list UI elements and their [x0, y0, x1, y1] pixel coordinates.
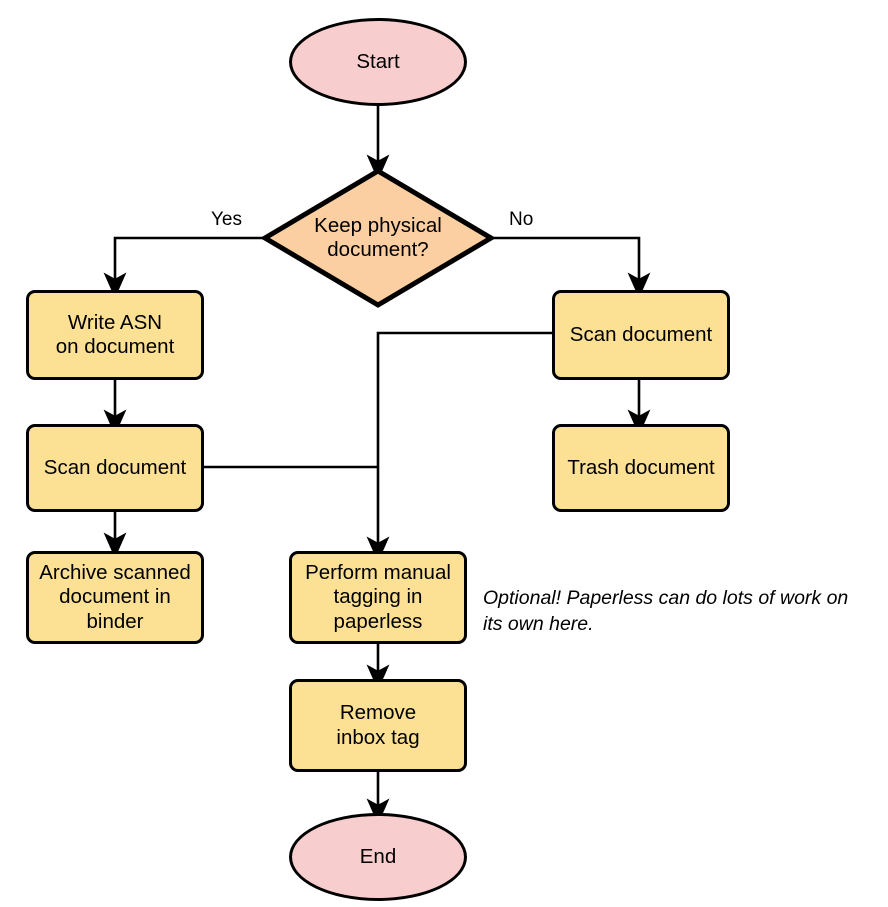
node-end-label: End — [359, 844, 397, 868]
node-decision-label: Keep physical document? — [262, 168, 494, 308]
node-trash-document[interactable]: Trash document — [552, 424, 730, 512]
edge-scanright-to-merge — [366, 331, 552, 563]
node-remove-inbox-tag-line2: inbox tag — [336, 725, 420, 749]
edge-decision-yes — [103, 236, 266, 299]
node-scan-document-right[interactable]: Scan document — [552, 290, 730, 380]
diamond-shape — [260, 168, 496, 308]
annotation-line1: Optional! Paperless can do lots of work … — [483, 587, 849, 609]
node-write-asn-line1: Write ASN — [67, 310, 163, 334]
node-remove-inbox-tag-line1: Remove — [339, 701, 417, 725]
node-manual-tagging-line2: tagging in — [333, 585, 423, 609]
node-manual-tagging[interactable]: Perform manual tagging in paperless — [289, 551, 467, 644]
node-archive-binder[interactable]: Archive scanned document in binder — [26, 551, 204, 644]
node-decision-line2: document? — [327, 238, 429, 261]
node-remove-inbox-tag[interactable]: Remove inbox tag — [289, 679, 467, 772]
edge-decision-no — [490, 236, 651, 299]
node-start[interactable]: Start — [289, 18, 467, 106]
node-write-asn[interactable]: Write ASN on document — [26, 290, 204, 380]
node-decision[interactable]: Keep physical document? — [260, 168, 496, 308]
node-decision-line1: Keep physical — [314, 213, 442, 237]
node-scan-document-left[interactable]: Scan document — [26, 424, 204, 512]
annotation-optional: Optional! Paperless can do lots of work … — [483, 586, 883, 637]
edge-label-no: No — [509, 209, 534, 230]
node-start-label: Start — [356, 49, 400, 73]
node-end[interactable]: End — [289, 813, 467, 901]
node-scan-document-right-label: Scan document — [569, 322, 713, 346]
node-scan-document-left-label: Scan document — [43, 455, 187, 479]
edge-label-yes: Yes — [211, 209, 242, 230]
node-archive-binder-line1: Archive scanned — [39, 561, 191, 585]
node-manual-tagging-line3: paperless — [333, 609, 423, 633]
annotation-line2: its own here. — [483, 612, 594, 635]
node-archive-binder-line2: document in — [59, 585, 171, 609]
node-write-asn-line2: on document — [55, 335, 175, 358]
node-archive-binder-line3: binder — [86, 609, 144, 633]
node-trash-document-label: Trash document — [567, 455, 715, 479]
node-manual-tagging-line1: Perform manual — [305, 561, 451, 585]
